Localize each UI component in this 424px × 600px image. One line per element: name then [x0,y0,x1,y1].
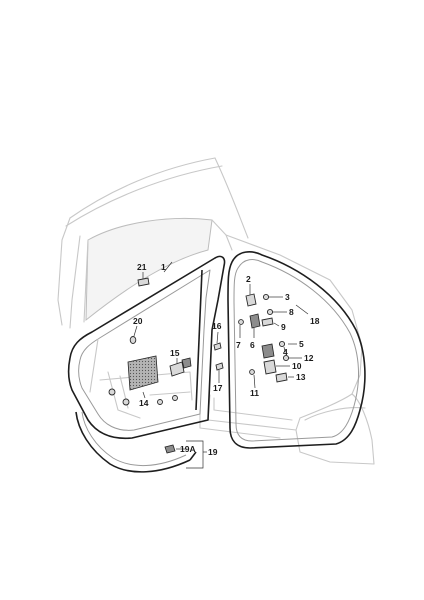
callout-labels: 21 1 2 3 8 9 18 7 6 4 5 12 10 13 11 16 1… [133,262,320,457]
callout-18: 18 [310,316,320,326]
insulation-pad [127,355,159,391]
callout-20: 20 [133,316,143,326]
callout-4: 4 [283,347,288,357]
car-body-outline [57,157,375,465]
callout-6: 6 [250,340,255,350]
callout-21: 21 [137,262,147,272]
callout-10: 10 [292,361,302,371]
sill-trim-strip [75,411,197,473]
small-parts [129,277,290,454]
callout-15: 15 [170,348,180,358]
callout-8: 8 [289,307,294,317]
callout-19a: 19A [180,444,196,454]
callout-7: 7 [236,340,241,350]
callout-11: 11 [250,388,259,398]
callout-9: 9 [281,322,286,332]
callout-17: 17 [213,383,223,393]
callout-12: 12 [304,353,314,363]
callout-13: 13 [296,372,306,382]
callout-19: 19 [208,447,218,457]
callout-16: 16 [212,321,222,331]
callout-14: 14 [139,398,149,408]
door-opening-seal [227,251,366,449]
rear-door-panel [67,255,226,440]
leader-lines [133,261,309,469]
callout-1: 1 [161,262,166,272]
callout-5: 5 [299,339,304,349]
callout-2: 2 [246,274,251,284]
callout-3: 3 [285,292,290,302]
